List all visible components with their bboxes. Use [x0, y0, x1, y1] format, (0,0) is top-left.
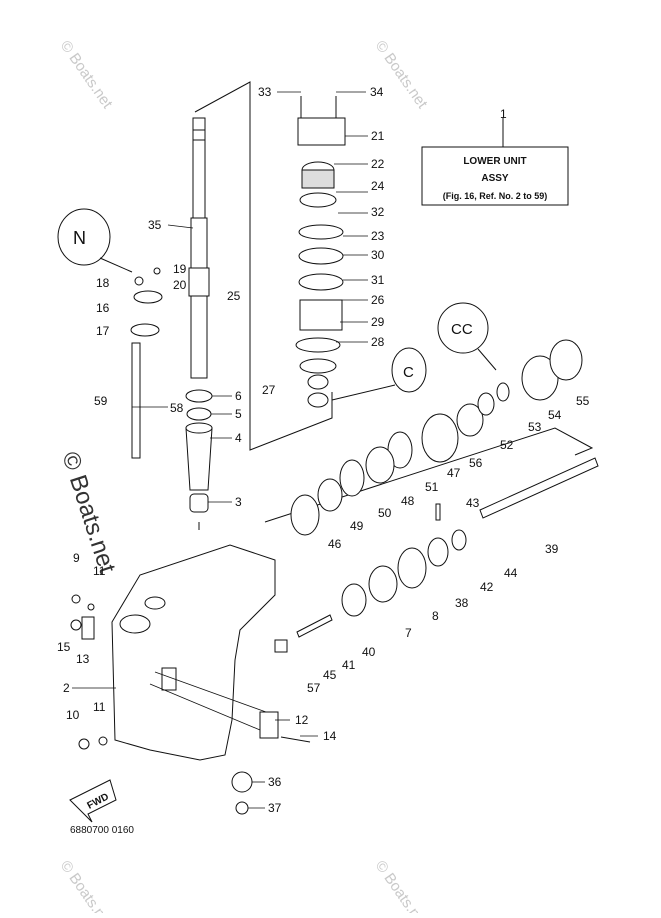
box-line-1: LOWER UNIT [463, 156, 526, 167]
assembly-frames [194, 81, 594, 530]
callout-38: 38 [455, 596, 469, 610]
callout-46: 46 [328, 537, 342, 551]
callout-7: 7 [405, 626, 412, 640]
inset-bubble-left [57, 208, 111, 266]
footer-code: 6880700 0160 [70, 825, 134, 836]
watermark-top-right: © Boats.net [372, 38, 431, 113]
callout-50: 50 [378, 506, 392, 520]
callout-25: 25 [227, 289, 241, 303]
callout-31: 31 [371, 273, 385, 287]
stud-58 [131, 342, 141, 459]
callout-22: 22 [371, 157, 385, 171]
callout-12: 12 [295, 713, 309, 727]
callout-8: 8 [432, 609, 439, 623]
callout-21: 21 [371, 129, 385, 143]
callout-33: 33 [258, 85, 272, 99]
callout-59: 59 [94, 394, 108, 408]
lower-unit-label-box: LOWER UNIT ASSY (Fig. 16, Ref. No. 2 to … [421, 118, 569, 206]
callout-23: 23 [371, 229, 385, 243]
callout-28: 28 [371, 335, 385, 349]
watermark-bottom-left: © Boats.net [57, 858, 116, 913]
inset-bubble-right-top [437, 302, 489, 354]
callout-43: 43 [466, 496, 480, 510]
callout-17: 17 [96, 324, 110, 338]
inset-detail-group: N CC C [57, 208, 497, 401]
callout-24: 24 [371, 179, 385, 193]
callout-20: 20 [173, 278, 187, 292]
callout-labels: 1 2 3 4 5 6 7 8 9 10 11 11 12 13 14 15 1… [57, 85, 590, 815]
callout-40: 40 [362, 645, 376, 659]
callout-54: 54 [548, 408, 562, 422]
callout-15: 15 [57, 640, 71, 654]
callout-1: 1 [500, 107, 507, 121]
callout-58: 58 [170, 401, 184, 415]
callout-19: 19 [173, 262, 187, 276]
propeller-shaft-frame [264, 427, 594, 523]
callout-45: 45 [323, 668, 337, 682]
drive-shaft [188, 117, 210, 379]
callout-56: 56 [469, 456, 483, 470]
inset-bubble-right-mid [391, 347, 427, 393]
callout-5: 5 [235, 407, 242, 421]
box-line-2: ASSY [481, 173, 509, 184]
callout-41: 41 [342, 658, 356, 672]
callout-27: 27 [262, 383, 276, 397]
callout-37: 37 [268, 801, 282, 815]
callout-44: 44 [504, 566, 518, 580]
callout-36: 36 [268, 775, 282, 789]
inset-marker-right-top: CC [451, 321, 473, 338]
callout-53: 53 [528, 420, 542, 434]
callout-48: 48 [401, 494, 415, 508]
gear-case [111, 544, 276, 761]
callout-16: 16 [96, 301, 110, 315]
callout-30: 30 [371, 248, 385, 262]
callout-55: 55 [576, 394, 590, 408]
callout-26: 26 [371, 293, 385, 307]
watermark-bottom-right: © Boats.net [372, 858, 431, 913]
callout-2: 2 [63, 681, 70, 695]
inset-marker-right-mid: C [403, 364, 414, 381]
callout-10: 10 [66, 708, 80, 722]
callout-34: 34 [370, 85, 384, 99]
callout-11a: 11 [93, 564, 106, 578]
callout-13: 13 [76, 652, 90, 666]
watermark-top-left: © Boats.net [57, 38, 116, 113]
callout-29: 29 [371, 315, 385, 329]
inset-marker-left: N [73, 228, 86, 248]
propeller-shaft-group [274, 339, 599, 653]
shift-linkage [130, 267, 163, 337]
water-pump-frame [194, 81, 333, 451]
callout-3: 3 [235, 495, 242, 509]
callout-42: 42 [480, 580, 494, 594]
forward-arrow: FWD [69, 779, 117, 823]
fasteners [70, 594, 311, 815]
box-line-3: (Fig. 16, Ref. No. 2 to 59) [443, 191, 548, 201]
callout-leaders [72, 91, 368, 809]
callout-39: 39 [545, 542, 559, 556]
callout-9: 9 [73, 551, 80, 565]
callout-49: 49 [350, 519, 364, 533]
watermark-center: © Boats.net [56, 449, 121, 577]
callout-47: 47 [447, 466, 461, 480]
callout-18: 18 [96, 276, 110, 290]
callout-51: 51 [425, 480, 439, 494]
callout-11b: 11 [93, 700, 106, 714]
water-pump-stack [295, 96, 346, 408]
callout-4: 4 [235, 431, 242, 445]
callout-6: 6 [235, 389, 242, 403]
callout-52: 52 [500, 438, 514, 452]
callout-57: 57 [307, 681, 321, 695]
callout-35: 35 [148, 218, 162, 232]
callout-14: 14 [323, 729, 337, 743]
callout-32: 32 [371, 205, 385, 219]
drive-shaft-parts [185, 389, 213, 513]
